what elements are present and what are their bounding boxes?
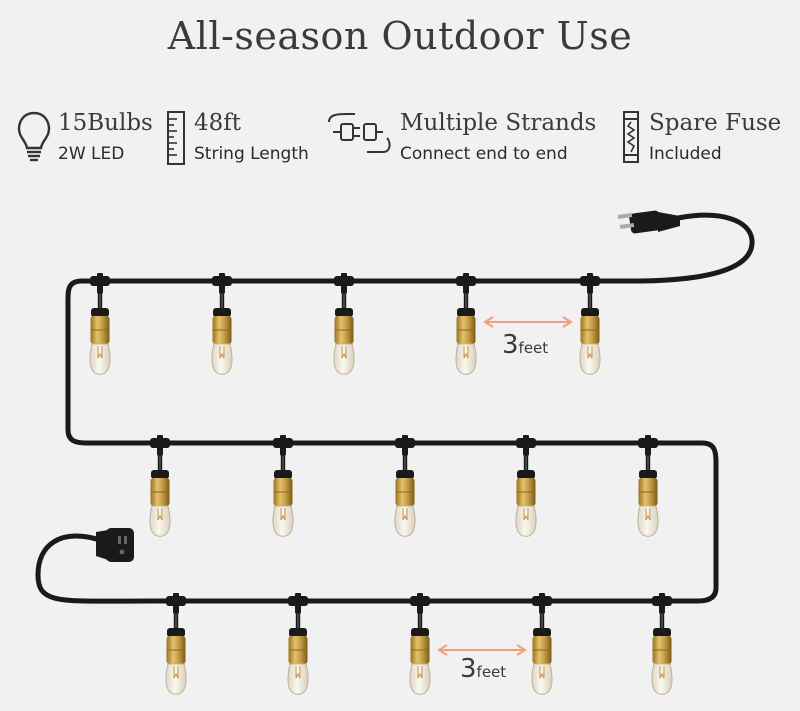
spacing-arrow-top (483, 316, 573, 328)
spacing-arrow-bottom (437, 644, 527, 656)
plug-connector-icon (328, 113, 391, 153)
spacing-label-top: 3feet (502, 330, 548, 360)
spacing-value: 3 (460, 654, 477, 684)
female-connector (96, 528, 134, 562)
bulb (578, 283, 602, 376)
feature-strands: Multiple Strands Connect end to end (327, 110, 607, 170)
feature-strands-desc: Connect end to end (400, 144, 568, 164)
bulb (408, 603, 432, 696)
bulb (514, 445, 538, 538)
bulb (636, 445, 660, 538)
bulb-icon (17, 111, 51, 162)
power-cord (35, 212, 755, 604)
feature-bulbs: 15Bulbs 2W LED (16, 110, 166, 170)
ruler-icon (167, 111, 185, 165)
feature-bulbs-count: 15Bulbs (58, 110, 153, 136)
bulb (286, 603, 310, 696)
feature-length-value: 48ft (194, 110, 242, 136)
bulb (210, 283, 234, 376)
spacing-unit: feet (476, 663, 507, 681)
spacing-value: 3 (502, 330, 519, 360)
fuse-icon (623, 111, 639, 163)
bulb (164, 603, 188, 696)
feature-length-label: String Length (194, 144, 309, 164)
spacing-label-bottom: 3feet (460, 654, 506, 684)
feature-strands-title: Multiple Strands (400, 110, 597, 136)
bulb (271, 445, 295, 538)
bulb (454, 283, 478, 376)
page-title: All-season Outdoor Use (167, 14, 633, 58)
feature-bulbs-wattage: 2W LED (58, 144, 125, 164)
feature-fuse-title: Spare Fuse (649, 110, 782, 136)
bulb (148, 445, 172, 538)
spacing-unit: feet (518, 339, 549, 357)
feature-fuse-desc: Included (649, 144, 722, 164)
feature-length: 48ft String Length (166, 110, 326, 170)
male-plug (617, 210, 680, 234)
bulb (332, 283, 356, 376)
feature-fuse: Spare Fuse Included (622, 110, 792, 170)
bulb (88, 283, 112, 376)
bulb (393, 445, 417, 538)
bulb-row-2 (148, 435, 660, 538)
bulb (530, 603, 554, 696)
bulb-row-3 (164, 593, 674, 696)
bulb (650, 603, 674, 696)
